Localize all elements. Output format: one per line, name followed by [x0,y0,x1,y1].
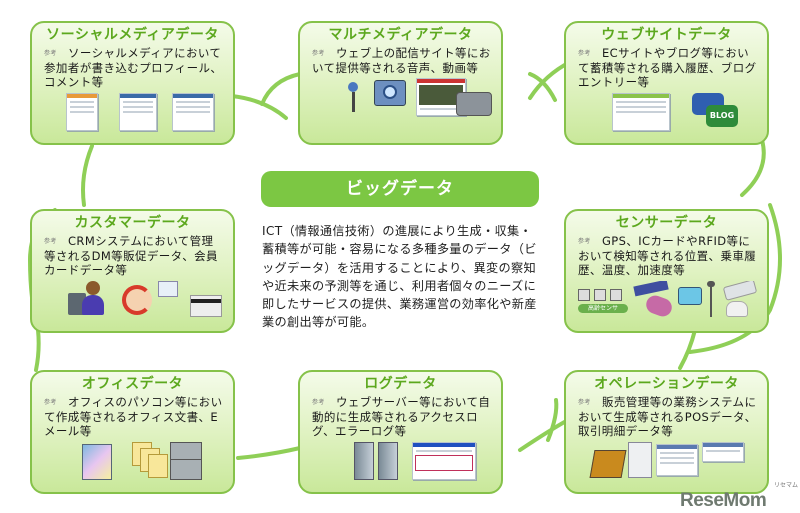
rfid-tag-icon [643,292,675,319]
profile-page-icon [66,92,98,131]
card-description-text: ウェブサーバー等において自動的に生成等されるアクセスログ、エラーログ等 [312,395,491,438]
mail-icon [158,280,178,297]
operator-icon [68,280,108,317]
card-description-text: ECサイトやブログ等において蓄積等される購入履歴、ブログエントリー等 [578,46,757,89]
resemom-logo: ReseMom [680,490,767,511]
bullet-icon: 参考 [578,398,591,406]
office-pc-icon [82,443,112,480]
card-title: ウェブサイトデータ [601,27,732,43]
file-cabinet-icon [170,441,202,480]
card-office: オフィスデータ 参考オフィスのパソコン等において作成等されるオフィス文書、Eメー… [30,370,235,494]
card-description-text: ソーシャルメディアにおいて参加者が書き込むプロフィール、コメント等 [44,46,223,89]
comment-page-icon [172,92,214,131]
card-description-text: オフィスのパソコン等において作成等されるオフィス文書、Eメール等 [44,395,223,438]
resemom-logo-wrap: ReseMom リセマム [680,482,798,512]
pos-server-icon [628,441,652,478]
server-icon [354,441,374,480]
resemom-logo-kana: リセマム [773,482,798,489]
card-title: オフィスデータ [81,376,184,392]
blog-icon: BLOG [692,92,738,129]
card-log: ログデータ 参考ウェブサーバー等において自動的に生成等されるアクセスログ、エラー… [298,370,503,494]
ic-card-reader-icon [678,286,702,305]
microphone-icon [348,82,358,112]
bullet-icon: 参考 [312,398,325,406]
office-images [40,441,225,493]
connector-website-sensor [740,138,766,197]
card-social-media: ソーシャルメディアデータ 参考ソーシャルメディアにおいて参加者が書き込むプロフィ… [30,21,235,145]
cash-register-icon [589,449,627,478]
card-description-text: 販売管理等の業務システムにおいて生成等されるPOSデータ、取引明細データ等 [578,395,757,438]
sns-page-icon [119,92,157,131]
card-multimedia: マルチメディアデータ 参考ウェブ上の配信サイト等において提供等される音声、動画等 [298,21,503,145]
smoke-detector-icon [726,300,748,317]
connector-social-customer [81,144,94,207]
connector-log-operation [518,418,570,452]
sensor-images: 高齢センサ [574,280,759,332]
bullet-icon: 参考 [44,237,57,245]
card-operation: オペレーションデータ 参考販売管理等の業務システムにおいて生成等されるPOSデー… [564,370,769,494]
ec-site-icon [612,92,670,131]
card-description: 参考ウェブ上の配信サイト等において提供等される音声、動画等 [308,46,493,75]
blog-label: BLOG [706,104,738,127]
member-card-icon [190,294,222,317]
connector-branch-bottom-right [546,398,559,442]
sensor-label: 高齢センサ [578,303,628,313]
satellite-icon [633,280,669,296]
connector-office-log [236,446,302,460]
connector-multimedia-website [528,72,557,102]
card-description: 参考ウェブサーバー等において自動的に生成等されるアクセスログ、エラーログ等 [308,395,493,439]
card-description: 参考販売管理等の業務システムにおいて生成等されるPOSデータ、取引明細データ等 [574,395,759,439]
bullet-icon: 参考 [312,49,325,57]
card-title: ソーシャルメディアデータ [46,27,219,43]
log-window-icon [412,441,476,480]
documents-icon [132,441,168,478]
transaction-table-icon [656,443,698,476]
log-images [308,441,493,493]
refresh-cycle-icon [122,284,152,315]
bullet-icon: 参考 [44,49,57,57]
center-description: ICT（情報通信技術）の進展により生成・収集・蓄積等が可能・容易になる多種多量の… [262,224,537,330]
card-description: 参考オフィスのパソコン等において作成等されるオフィス文書、Eメール等 [40,395,225,439]
media-images [308,78,493,143]
card-title: ログデータ [364,376,437,392]
bullet-icon: 参考 [44,398,57,406]
security-camera-icon [722,280,758,301]
card-description-text: CRMシステムにおいて管理等されるDM等販促データ、会員カードデータ等 [44,234,218,277]
customer-images [40,280,225,332]
card-title: センサーデータ [615,215,718,231]
server-icon [378,441,398,480]
card-title: マルチメディアデータ [328,27,473,43]
card-description-text: ウェブ上の配信サイト等において提供等される音声、動画等 [312,46,491,75]
card-description: 参考ソーシャルメディアにおいて参加者が書き込むプロフィール、コメント等 [40,46,225,90]
connector-sensor-operation [678,328,697,370]
bullet-icon: 参考 [578,237,591,245]
sales-table-icon [702,441,744,462]
gps-pole-icon [707,280,715,317]
card-title: カスタマーデータ [74,215,191,231]
social-media-images [40,92,225,144]
connector-right-loop [688,203,782,354]
operation-images [574,441,759,493]
card-title: オペレーションデータ [594,376,739,392]
video-camera-icon [456,92,492,116]
connector-branch-top-left [260,72,302,106]
website-images: BLOG [574,92,759,144]
bullet-icon: 参考 [578,49,591,57]
camera-icon [374,80,406,106]
elderly-sensor-icon: 高齢センサ [578,288,628,317]
center-title: ビッグデータ [261,171,539,207]
connector-social-multimedia [230,94,288,120]
card-description-text: GPS、ICカードやRFID等において検知等される位置、乗車履歴、温度、加速度等 [578,234,757,277]
